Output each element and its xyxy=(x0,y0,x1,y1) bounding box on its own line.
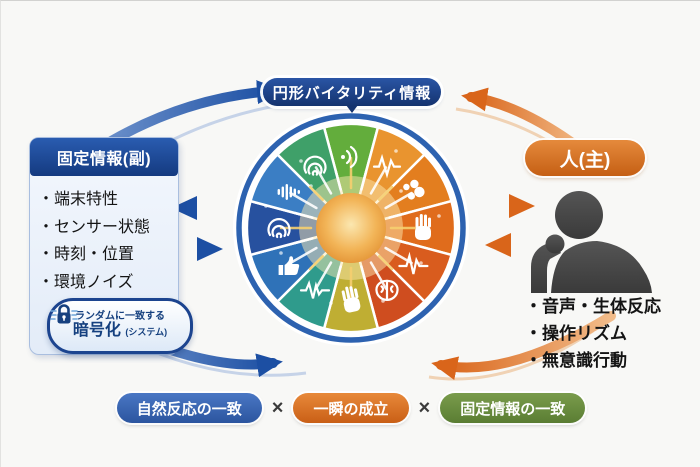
brain-icon xyxy=(375,279,399,301)
breath-icon xyxy=(403,179,425,200)
pulse-wave-icon xyxy=(299,280,331,299)
bottom-badges: 自然反応の一致 × 一瞬の成立 × 固定情報の一致 xyxy=(1,393,700,423)
fixed-info-panel-title: 固定情報(副) xyxy=(30,138,178,176)
thumbs-up-icon xyxy=(278,256,300,275)
list-item: ・環境ノイズ xyxy=(38,273,134,291)
ecg-wave-icon xyxy=(398,251,429,275)
badge-instant-establishment: 一瞬の成立 xyxy=(293,393,409,423)
arrow-person-to-bottom xyxy=(431,311,616,380)
encryption-badge: ランダムに一致する 暗号化 (システム) xyxy=(47,298,193,354)
vitality-wheel xyxy=(233,110,469,346)
list-item: ・音声・生体反応 xyxy=(525,297,661,316)
top-banner-label: 円形バイタリティ情報 xyxy=(272,84,432,102)
person-traits-list: ・音声・生体反応 ・操作リズム ・無意識行動 xyxy=(525,293,661,375)
fixed-info-list: ・端末特性 ・センサー状態 ・時刻・位置 ・環境ノイズ xyxy=(30,176,178,354)
badge-natural-reaction-match: 自然反応の一致 xyxy=(116,393,262,423)
person-silhouette xyxy=(531,191,652,293)
top-banner: 円形バイタリティ情報 xyxy=(263,78,441,113)
badge-fixed-info-match: 固定情報の一致 xyxy=(440,393,586,423)
waveform-icon xyxy=(372,153,402,179)
encryption-badge-line1: ランダムに一致する xyxy=(74,311,165,323)
fingerprint-icon xyxy=(267,218,291,239)
person-pill-label: 人(主) xyxy=(559,149,611,171)
encryption-badge-text: ランダムに一致する 暗号化 (システム) xyxy=(73,312,167,339)
multiply-separator: × xyxy=(271,396,284,419)
fingerprint-icon xyxy=(303,155,327,176)
person-pill: 人(主) xyxy=(525,140,645,176)
equalizer-icon xyxy=(277,184,300,200)
encryption-badge-line2: 暗号化 (システム) xyxy=(72,321,168,339)
sun-core xyxy=(316,193,386,263)
list-item: ・操作リズム xyxy=(525,324,627,344)
list-item: ・端末特性 xyxy=(38,191,119,208)
list-item: ・センサー状態 xyxy=(38,218,151,236)
multiply-separator: × xyxy=(418,396,431,419)
sound-waves-icon xyxy=(341,145,358,169)
list-item: ・時刻・位置 xyxy=(38,246,135,264)
list-item: ・無意識行動 xyxy=(525,351,627,371)
lock-icon xyxy=(50,304,78,324)
open-hand-icon xyxy=(341,286,361,313)
hand-icon xyxy=(415,214,431,240)
